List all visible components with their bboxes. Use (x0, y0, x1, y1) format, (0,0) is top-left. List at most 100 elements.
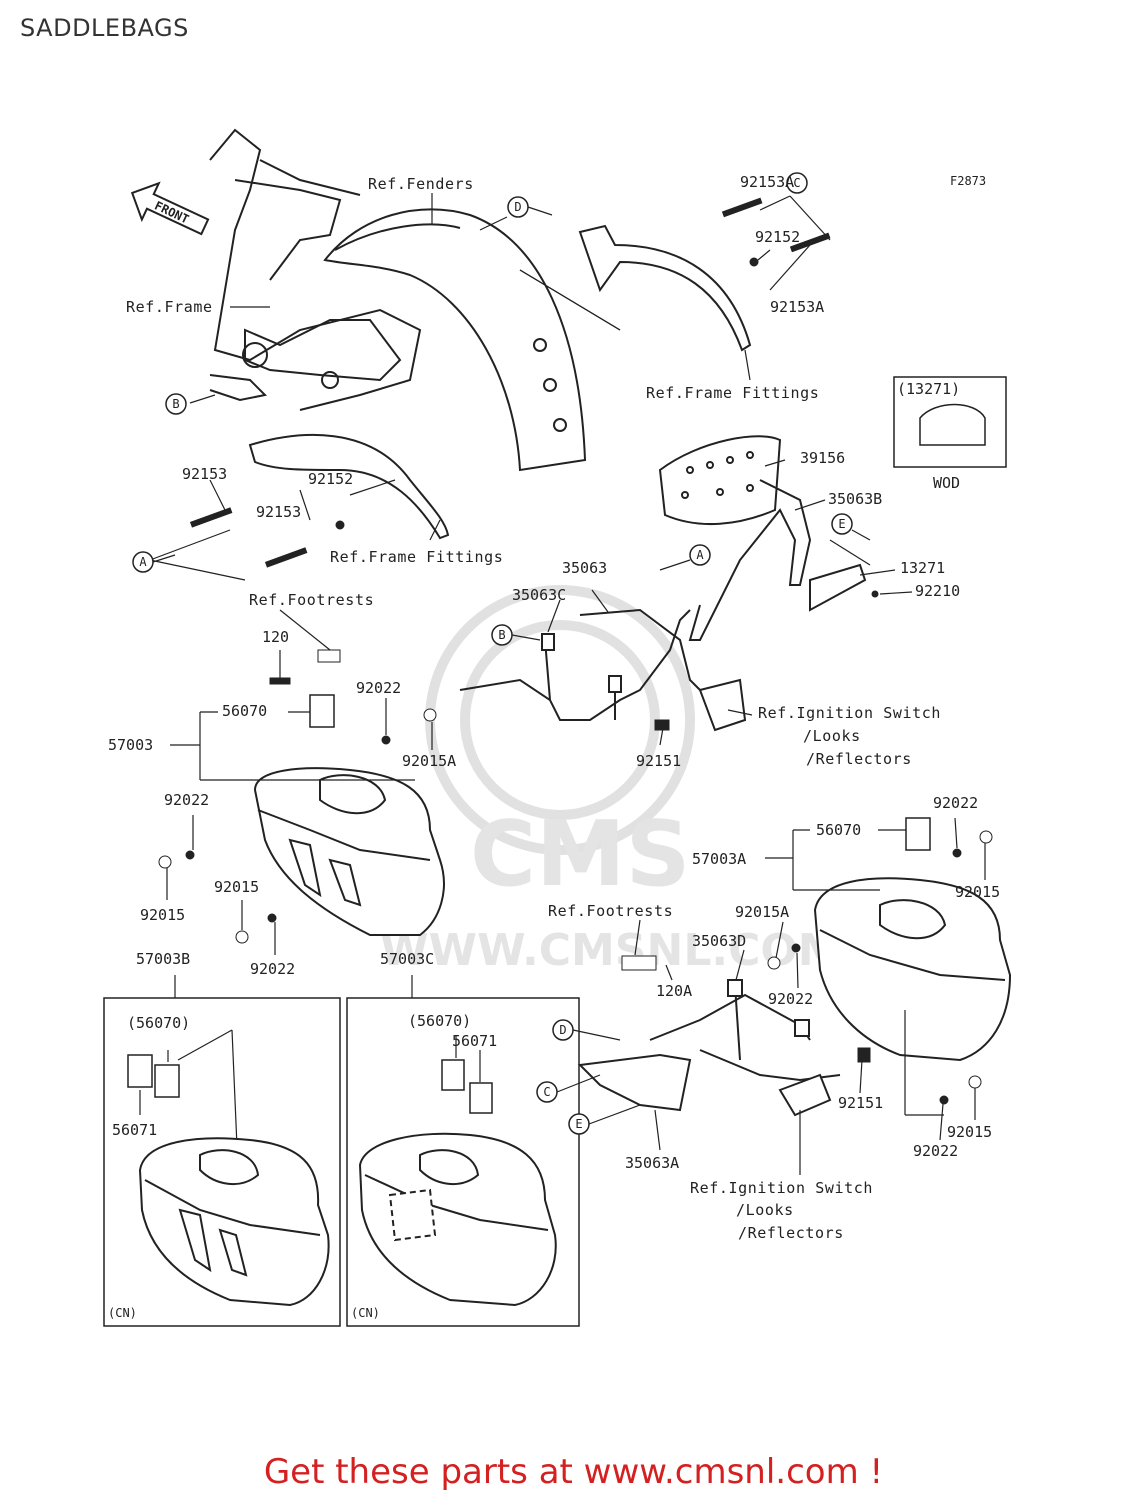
label-92210: 92210 (915, 582, 960, 600)
callout-labels: Ref.Fenders Ref.Frame 92153A 92152 92153… (108, 173, 1000, 1320)
svg-text:A: A (696, 548, 704, 562)
label-92153-a: 92153 (182, 465, 227, 483)
frame-fitting-lower (248, 434, 450, 540)
label-35063d: 35063D (692, 932, 746, 950)
svg-text:B: B (172, 397, 179, 411)
page-title: SADDLEBAGS (20, 14, 189, 42)
marker-c-low: C (536, 1081, 558, 1103)
label-56070-b: 56070 (816, 821, 861, 839)
label-92153a-bot: 92153A (770, 298, 824, 316)
backrest-bracket (688, 479, 867, 641)
label-39156: 39156 (800, 449, 845, 467)
svg-text:A: A (139, 555, 147, 569)
label-57003: 57003 (108, 736, 153, 754)
backrest-pad (658, 435, 782, 525)
frame-fitting-upper (578, 224, 752, 352)
label-92015a-a: 92015A (402, 752, 456, 770)
label-ref-ignition-2b: /Looks (736, 1201, 794, 1219)
label-ref-ignition-2c: /Reflectors (738, 1224, 844, 1242)
label-92015a-b: 92015A (735, 903, 789, 921)
inset-wod-box (893, 376, 1007, 468)
inset-57003c-box (346, 997, 580, 1327)
label-92153-b: 92153 (256, 503, 301, 521)
svg-text:E: E (575, 1117, 582, 1131)
label-35063a: 35063A (625, 1154, 679, 1172)
label-92151-a: 92151 (636, 752, 681, 770)
marker-e-low: E (568, 1113, 590, 1135)
label-56070-d: (56070) (408, 1012, 471, 1030)
saddlebag-left (253, 767, 445, 936)
label-92022-e: 92022 (768, 990, 813, 1008)
label-ref-ignition-1a: Ref.Ignition Switch (758, 704, 941, 722)
label-92022-f: 92022 (913, 1142, 958, 1160)
frame-drawing (209, 128, 422, 411)
svg-text:D: D (559, 1023, 566, 1037)
svg-text:D: D (514, 200, 521, 214)
label-ref-frame: Ref.Frame (126, 298, 213, 316)
saddlebag-inset-right (358, 1132, 557, 1307)
inset-wod-part (919, 403, 986, 446)
label-92152-mid: 92152 (308, 470, 353, 488)
svg-text:C: C (543, 1085, 550, 1099)
svg-text:B: B (498, 628, 505, 642)
label-ref-ignition-1c: /Reflectors (806, 750, 912, 768)
marker-a-left: A (132, 551, 154, 573)
svg-text:C: C (793, 176, 800, 190)
marker-b-mid: B (491, 624, 513, 646)
watermark: CMS WWW.CMSNL.COM (380, 585, 842, 976)
label-ref-frame-fittings-mid: Ref.Frame Fittings (330, 548, 503, 566)
label-ref-frame-fittings-top: Ref.Frame Fittings (646, 384, 819, 402)
marker-d-top: D (507, 196, 529, 218)
parts-link-banner[interactable]: Get these parts at www.cmsnl.com ! (263, 1452, 884, 1492)
label-56070-c: (56070) (127, 1014, 190, 1032)
label-56070-a: 56070 (222, 702, 267, 720)
marker-e-right: E (831, 513, 853, 535)
label-92015-b: 92015 (214, 878, 259, 896)
label-92152-top: 92152 (755, 228, 800, 246)
marker-leaders (152, 206, 871, 1125)
label-56071-a: 56071 (112, 1121, 157, 1139)
label-92015-a: 92015 (140, 906, 185, 924)
watermark-url: WWW.CMSNL.COM (380, 925, 842, 976)
label-cn-left: (CN) (108, 1306, 137, 1320)
label-56071-b: 56071 (452, 1032, 497, 1050)
label-wod: WOD (933, 474, 960, 492)
saddlebag-inset-left (138, 1137, 330, 1307)
figure-code: F2873 (950, 174, 986, 188)
label-13271-box: (13271) (897, 380, 960, 398)
label-57003a: 57003A (692, 850, 746, 868)
label-92015-c: 92015 (955, 883, 1000, 901)
label-120: 120 (262, 628, 289, 646)
marker-a-mid: A (689, 544, 711, 566)
decal-plates (127, 694, 931, 1114)
inset-57003b-box (103, 997, 341, 1327)
label-92022-d: 92022 (933, 794, 978, 812)
lower-bracket (577, 979, 841, 1117)
front-arrow-icon: FRONT (130, 181, 210, 236)
fasteners (158, 197, 993, 1105)
marker-b-left: B (165, 393, 187, 415)
marker-c-top: C (786, 172, 808, 194)
marker-d-low: D (552, 1019, 574, 1041)
label-92015-d: 92015 (947, 1123, 992, 1141)
watermark-brand: CMS (470, 802, 690, 907)
saddlebag-right (813, 877, 1012, 1062)
rear-fender-drawing (323, 208, 587, 472)
label-92022-b: 92022 (164, 791, 209, 809)
support-rails (459, 608, 747, 732)
label-35063: 35063 (562, 559, 607, 577)
label-ref-footrests-left: Ref.Footrests (249, 591, 374, 609)
label-120a: 120A (656, 982, 692, 1000)
label-35063c: 35063C (512, 586, 566, 604)
label-13271: 13271 (900, 559, 945, 577)
label-92153a-top: 92153A (740, 173, 794, 191)
label-92022-c: 92022 (250, 960, 295, 978)
label-ref-footrests-right: Ref.Footrests (548, 902, 673, 920)
leader-lines (139, 193, 986, 1175)
label-57003b: 57003B (136, 950, 190, 968)
label-57003c: 57003C (380, 950, 434, 968)
label-ref-fenders: Ref.Fenders (368, 175, 474, 193)
label-ref-ignition-1b: /Looks (803, 727, 861, 745)
label-ref-ignition-2a: Ref.Ignition Switch (690, 1179, 873, 1197)
label-cn-right: (CN) (351, 1306, 380, 1320)
